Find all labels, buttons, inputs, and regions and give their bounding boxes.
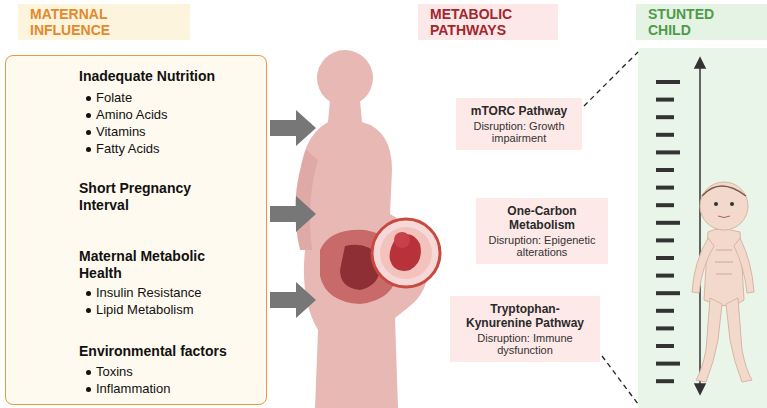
ruler-tick <box>656 98 674 102</box>
section-header: MATERNAL INFLUENCE <box>18 4 190 40</box>
bullet-dot <box>86 130 91 135</box>
section-header: METABOLIC PATHWAYS <box>418 4 558 40</box>
pathway-effect: Disruption: Epigenetic alterations <box>484 234 600 258</box>
pathway-effect: Disruption: Immune dysfunction <box>458 332 592 356</box>
zoom-line <box>584 52 638 106</box>
ruler-tick <box>656 221 680 225</box>
ruler-tick <box>656 326 674 330</box>
bullet-dot <box>86 147 91 152</box>
ruler-tick <box>656 168 674 172</box>
ruler-tick <box>656 291 680 295</box>
bullet-dot <box>86 96 91 101</box>
ruler-tick <box>656 115 674 119</box>
factor-item: Toxins <box>96 364 133 380</box>
height-arrow <box>695 58 705 394</box>
factor-item: Lipid Metabolism <box>96 302 194 318</box>
ruler-tick <box>656 203 674 207</box>
influence-panel: Inadequate NutritionFolateAmino AcidsVit… <box>5 55 267 405</box>
factor-item: Vitamins <box>96 124 146 140</box>
ruler-tick <box>656 256 674 260</box>
header-text: STUNTED CHILD <box>648 6 755 38</box>
bullet-dot <box>86 308 91 313</box>
ruler-tick <box>656 344 674 348</box>
ruler-tick <box>656 274 674 278</box>
header-text: MATERNAL INFLUENCE <box>30 6 178 38</box>
ruler-tick <box>656 238 674 242</box>
ruler-tick <box>656 362 680 366</box>
child-panel <box>638 48 767 408</box>
bullet-dot <box>86 387 91 392</box>
bullet-dot <box>86 291 91 296</box>
fetus-zoom <box>372 219 440 287</box>
ruler <box>656 82 680 381</box>
ruler-tick <box>656 133 674 137</box>
factor-item: Folate <box>96 90 132 106</box>
pathway-title: One-Carbon Metabolism <box>484 204 600 232</box>
input-arrows <box>270 110 316 318</box>
ruler-tick <box>656 80 680 84</box>
pathway-box: Tryptophan-Kynurenine PathwayDisruption:… <box>450 296 600 362</box>
pathway-box: mTORC PathwayDisruption: Growth impairme… <box>456 98 582 150</box>
factor-heading: Maternal Metabolic Health <box>79 248 229 282</box>
bullet-dot <box>86 370 91 375</box>
factor-item: Amino Acids <box>96 107 168 123</box>
factor-heading: Short Pregnancy Interval <box>79 180 209 214</box>
pathway-title: Tryptophan-Kynurenine Pathway <box>458 302 592 330</box>
section-header: STUNTED CHILD <box>636 4 767 40</box>
factor-item: Fatty Acids <box>96 141 160 157</box>
factor-heading: Inadequate Nutrition <box>79 68 259 85</box>
factor-item: Insulin Resistance <box>96 285 202 301</box>
pathway-title: mTORC Pathway <box>464 104 574 118</box>
bullet-dot <box>86 113 91 118</box>
header-text: METABOLIC PATHWAYS <box>430 6 546 38</box>
ruler-tick <box>656 186 674 190</box>
ruler-tick <box>656 150 680 154</box>
factor-item: Inflammation <box>96 381 170 397</box>
ruler-tick <box>656 309 674 313</box>
ruler-tick <box>656 379 674 383</box>
factor-heading: Environmental factors <box>79 343 259 360</box>
pathway-box: One-Carbon MetabolismDisruption: Epigene… <box>476 198 608 264</box>
pathway-effect: Disruption: Growth impairment <box>464 120 574 144</box>
zoom-line <box>602 356 638 404</box>
baby <box>692 182 754 382</box>
